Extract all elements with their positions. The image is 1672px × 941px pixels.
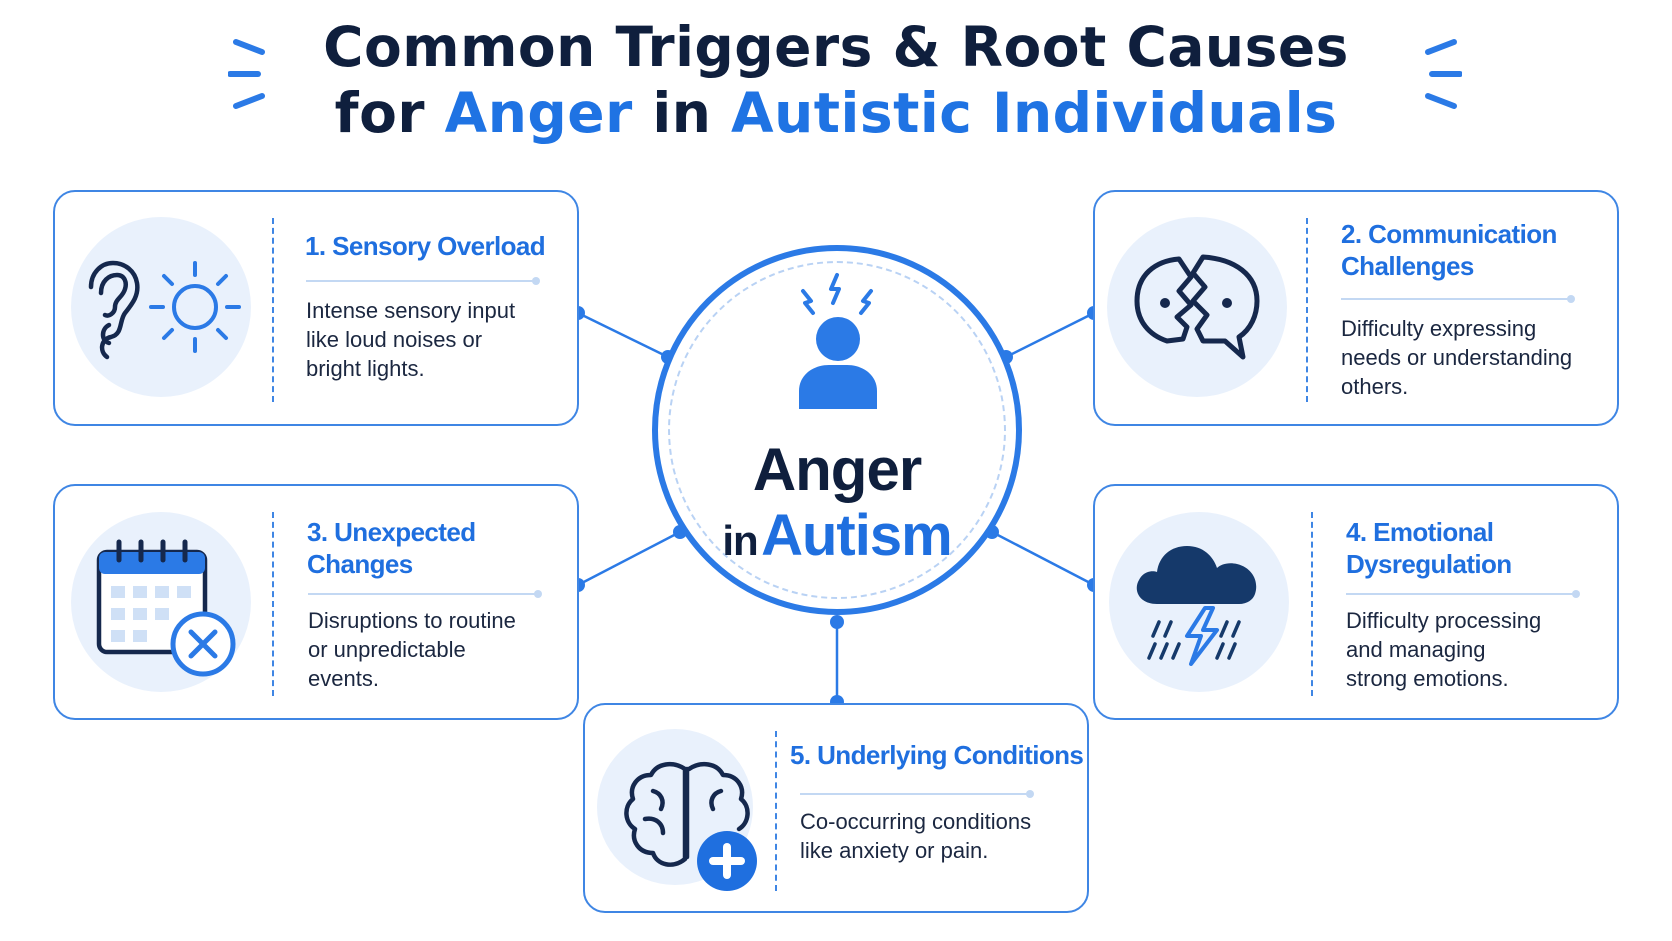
brain-medical-icon — [624, 761, 757, 891]
connector-card-3 — [577, 530, 681, 587]
left-burst-icon — [228, 39, 265, 109]
card-description: Intense sensory input like loud noises o… — [306, 298, 516, 381]
broken-speech-bubble-icon — [1134, 254, 1260, 360]
right-burst-icon — [1425, 39, 1462, 109]
card-title: 4. Emotional Dysregulation — [1346, 517, 1512, 579]
center-title-autism: Autism — [761, 503, 953, 568]
icon-circle — [71, 217, 251, 397]
connector-card-1 — [577, 311, 669, 359]
card-title: 2. Communication Challenges — [1341, 219, 1557, 281]
sun-icon — [149, 261, 241, 353]
title-word-for: for — [334, 81, 426, 145]
page-title: Common Triggers & Root Causes for Anger … — [0, 14, 1672, 146]
connector-dot — [830, 615, 844, 629]
card-unexpected-changes: 3. Unexpected Changes Disruptions to rou… — [53, 484, 579, 720]
title-line-2: for Anger in Autistic Individuals — [0, 80, 1672, 146]
card-title: 1. Sensory Overload — [305, 231, 546, 261]
center-inner-ring — [668, 261, 1006, 599]
card-divider — [272, 218, 274, 402]
card-title-underline — [800, 790, 1034, 798]
card-title-underline — [1341, 295, 1575, 303]
calendar-cancel-icon — [96, 539, 236, 677]
angry-person-icon — [799, 273, 877, 409]
storm-cloud-icon — [1136, 546, 1257, 666]
card-sensory-overload: 1. Sensory Overload Intense sensory inpu… — [53, 190, 579, 426]
center-hub: Anger in Autism — [652, 245, 1022, 615]
card-divider — [272, 512, 274, 696]
card-title-underline — [1346, 590, 1580, 598]
card-divider — [1311, 512, 1313, 696]
icon-circle — [1109, 512, 1289, 692]
card-title-underline — [306, 277, 540, 285]
card-divider — [775, 731, 777, 891]
card-title-underline — [308, 590, 542, 598]
card-description: Co-occurring conditions like anxiety or … — [800, 809, 1032, 863]
connector-card-2 — [1005, 311, 1095, 359]
card-underlying-conditions: 5. Underlying Conditions Co-occurring co… — [583, 703, 1089, 913]
title-word-autistic-individuals: Autistic Individuals — [731, 81, 1338, 145]
card-description: Difficulty processing and managing stron… — [1346, 608, 1542, 691]
title-word-anger: Anger — [444, 81, 633, 145]
card-title: 3. Unexpected Changes — [307, 517, 476, 579]
center-title-in: in — [722, 517, 758, 564]
center-title-line-2: in Autism — [658, 503, 1016, 584]
center-title-anger: Anger — [752, 436, 922, 503]
card-divider — [1306, 218, 1308, 402]
card-description: Disruptions to routine or unpredictable … — [308, 608, 516, 691]
title-word-in: in — [652, 81, 712, 145]
title-line-1: Common Triggers & Root Causes — [323, 15, 1349, 79]
ear-and-sun-icon — [88, 260, 241, 360]
ear-icon — [88, 260, 140, 360]
card-emotional-dysregulation: 4. Emotional Dysregulation Difficulty pr… — [1093, 484, 1619, 720]
card-communication-challenges: 2. Communication Challenges Difficulty e… — [1093, 190, 1619, 426]
connector-card-4 — [991, 530, 1095, 587]
icon-circle — [597, 729, 757, 891]
card-title: 5. Underlying Conditions — [790, 740, 1084, 770]
card-description: Difficulty expressing needs or understan… — [1341, 316, 1573, 399]
icon-circle — [71, 512, 251, 692]
icon-circle — [1107, 217, 1287, 397]
